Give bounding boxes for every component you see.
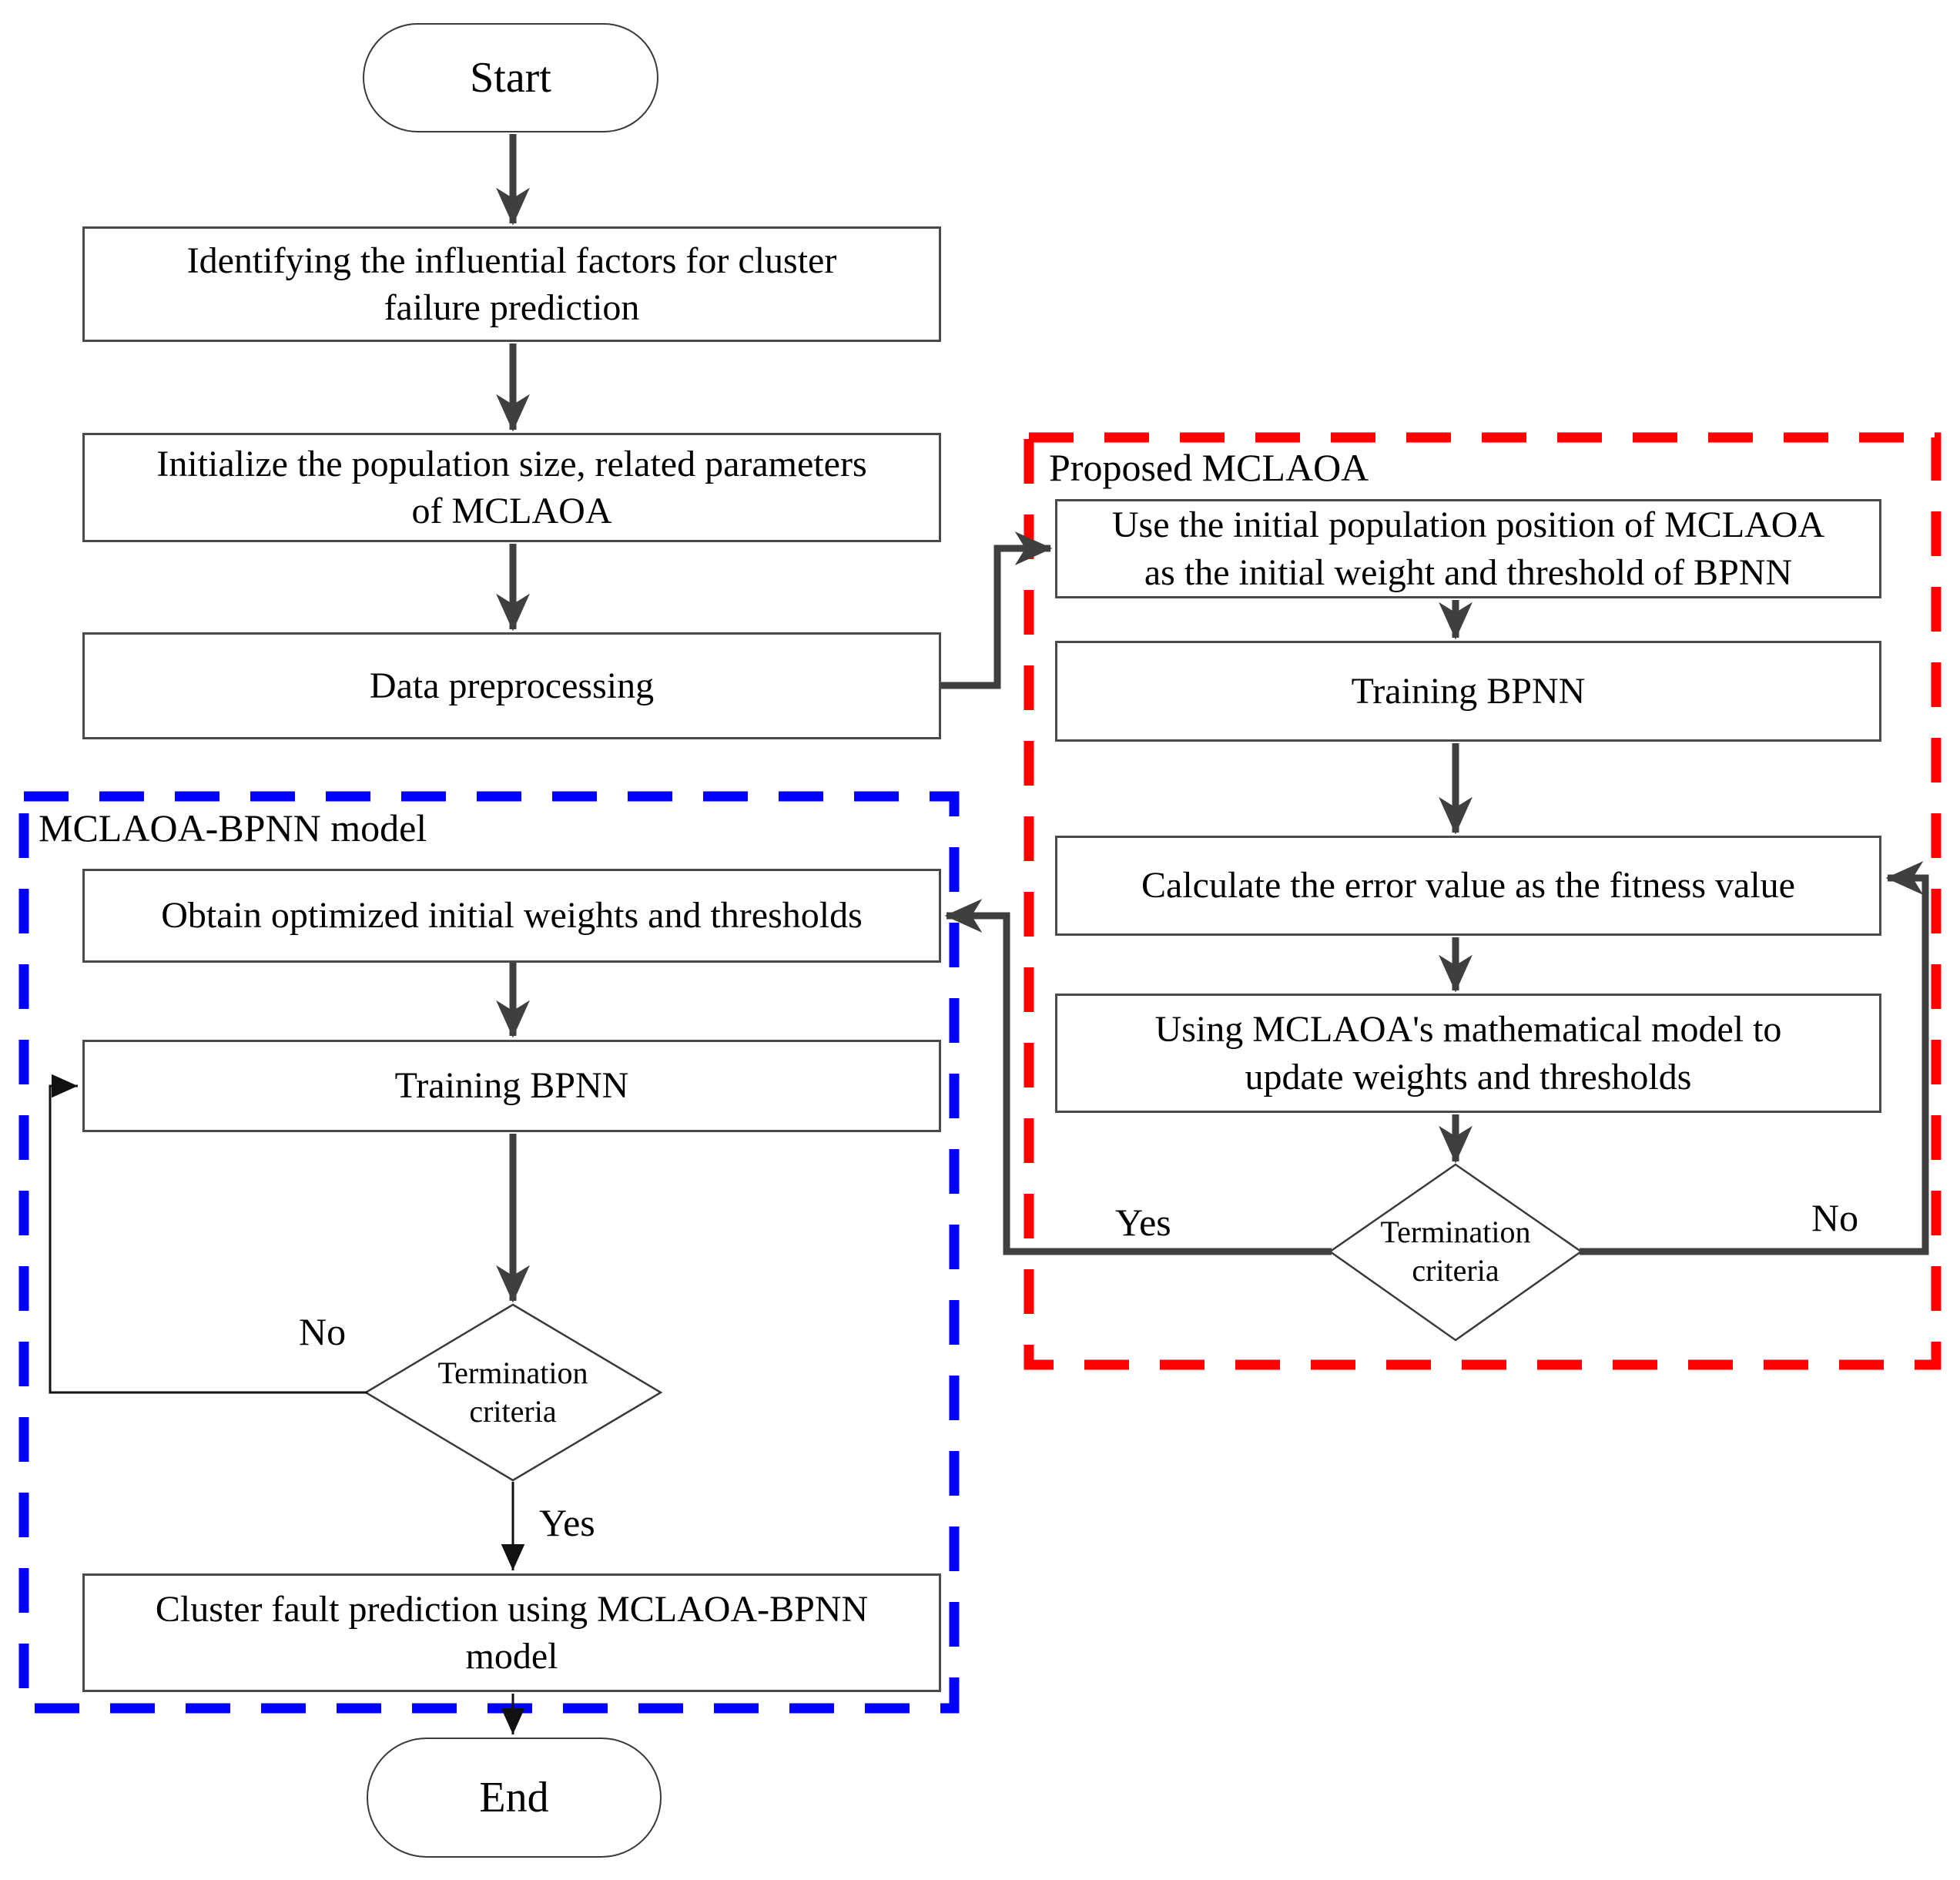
end-terminator: End (367, 1738, 662, 1858)
process-training-bpnn-left: Training BPNN (82, 1040, 941, 1132)
process-cluster-fault-prediction: Cluster fault prediction using MCLAOA-BP… (82, 1573, 941, 1692)
edge-yes-right-to-obtain (944, 899, 1332, 1255)
process-data-preprocessing: Data preprocessing (82, 632, 941, 739)
edge-label-no-right: No (1811, 1196, 1859, 1239)
termination-diamond-left (364, 1303, 663, 1482)
loop-no-left-to-training-left (49, 1074, 367, 1394)
process-training-bpnn-right: Training BPNN (1055, 641, 1881, 742)
termination-diamond-right (1328, 1163, 1583, 1342)
decision-termination-left-label: Termination criteria (437, 1356, 588, 1429)
loop-no-right-to-calculate (1580, 861, 1929, 1255)
connector-preprocess-to-use-initial (941, 531, 1053, 689)
blue-group-border (18, 791, 960, 1714)
process-use-initial-population: Use the initial population position of M… (1055, 499, 1881, 598)
red-group-label: Proposed MCLAOA (1049, 446, 1369, 489)
process-calculate-fitness: Calculate the error value as the fitness… (1055, 836, 1881, 936)
edge-label-no-left: No (299, 1310, 347, 1353)
decision-termination-right-label: Termination criteria (1380, 1215, 1531, 1288)
blue-group-label: MCLAOA-BPNN model (39, 806, 427, 850)
process-initialize-mclaoa: Initialize the population size, related … (82, 433, 941, 542)
red-group-border (1024, 432, 1942, 1370)
edge-label-yes-left: Yes (539, 1501, 595, 1544)
process-update-weights: Using MCLAOA's mathematical model to upd… (1055, 994, 1881, 1113)
start-terminator: Start (363, 23, 658, 132)
process-obtain-weights: Obtain optimized initial weights and thr… (82, 869, 941, 963)
process-identify-factors: Identifying the influential factors for … (82, 226, 941, 342)
edge-label-yes-right: Yes (1115, 1201, 1171, 1244)
